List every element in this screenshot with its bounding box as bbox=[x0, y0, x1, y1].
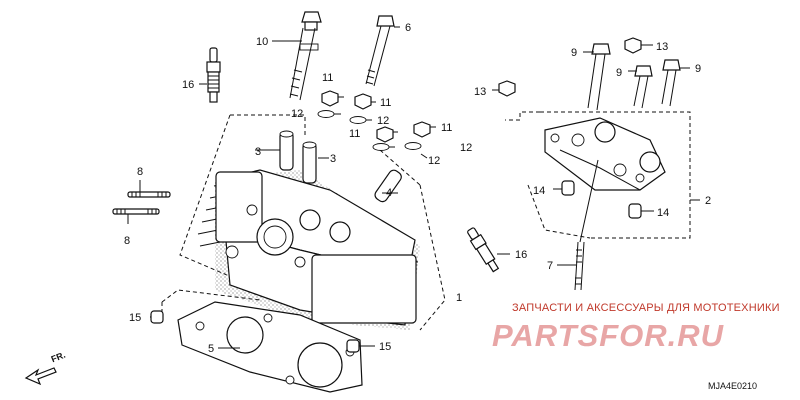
callout-14a: 14 bbox=[533, 185, 545, 197]
valve-guide-parts bbox=[255, 130, 329, 184]
diagram-code: MJA4E0210 bbox=[708, 381, 758, 391]
callout-11a: 11 bbox=[322, 72, 333, 84]
callout-13b: 13 bbox=[474, 86, 486, 98]
nuts-13-part bbox=[492, 37, 653, 97]
callout-9b: 9 bbox=[616, 67, 622, 79]
callout-3b: 3 bbox=[330, 153, 336, 165]
cylinder-head bbox=[197, 169, 420, 330]
callout-15a: 15 bbox=[129, 312, 141, 324]
callout-4: 4 bbox=[386, 187, 392, 199]
callout-9c: 9 bbox=[695, 63, 701, 75]
callout-7: 7 bbox=[547, 260, 553, 272]
callout-12b: 12 bbox=[377, 115, 389, 127]
rocker-holder bbox=[544, 117, 666, 191]
spark-plug-right-part bbox=[467, 227, 510, 273]
head-gasket-part bbox=[150, 289, 375, 393]
dowels-14-part bbox=[553, 180, 654, 219]
bolt-10-part bbox=[272, 11, 322, 101]
callout-10: 10 bbox=[256, 36, 268, 48]
callout-12c: 12 bbox=[460, 142, 472, 154]
dowel-pipe-part bbox=[374, 169, 402, 203]
nuts-and-washers bbox=[317, 90, 436, 159]
callout-12d: 12 bbox=[428, 155, 440, 167]
callout-9a: 9 bbox=[571, 47, 577, 59]
callout-11b: 11 bbox=[380, 97, 391, 109]
callout-2: 2 bbox=[705, 195, 711, 207]
callout-16b: 16 bbox=[515, 249, 527, 261]
callout-16a: 16 bbox=[182, 79, 194, 91]
callout-3a: 3 bbox=[255, 146, 261, 158]
callout-11c: 11 bbox=[349, 128, 360, 140]
callout-14b: 14 bbox=[657, 207, 669, 219]
watermark-logo: PARTSFOR.RU bbox=[492, 318, 725, 353]
spark-plug-left-part bbox=[199, 47, 221, 103]
callout-13a: 13 bbox=[656, 41, 668, 53]
callout-5: 5 bbox=[208, 343, 214, 355]
callout-8b: 8 bbox=[124, 235, 130, 247]
bolts-9-part bbox=[583, 43, 690, 111]
callout-6: 6 bbox=[405, 22, 411, 34]
callout-11d: 11 bbox=[441, 122, 452, 134]
stud-bolt-7-part bbox=[557, 159, 599, 291]
front-arrow-icon bbox=[24, 367, 57, 386]
callout-1: 1 bbox=[456, 292, 462, 304]
bolt-6-part bbox=[365, 15, 400, 87]
callout-12a: 12 bbox=[291, 108, 303, 120]
stud-bolts-part bbox=[112, 180, 171, 224]
callout-8a: 8 bbox=[137, 166, 143, 178]
callout-15b: 15 bbox=[379, 341, 391, 353]
rocker-holder-frame bbox=[505, 111, 700, 239]
watermark-subtitle: ЗАПЧАСТИ И АКСЕССУАРЫ ДЛЯ МОТОТЕХНИКИ bbox=[512, 302, 780, 314]
